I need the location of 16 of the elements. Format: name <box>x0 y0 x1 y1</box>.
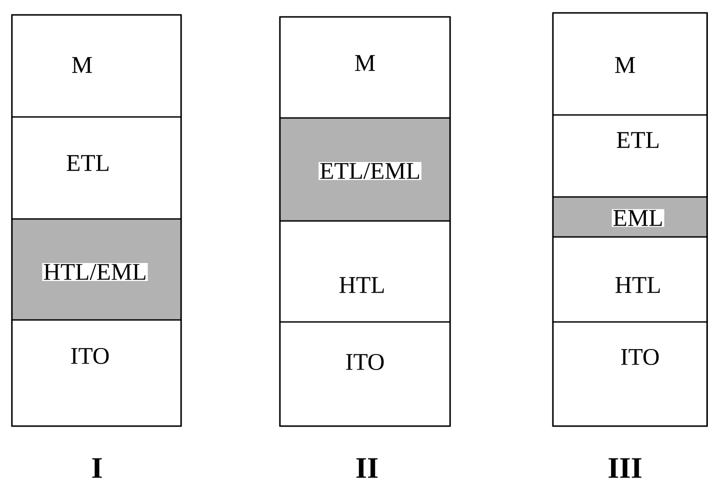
layer: HTL <box>552 236 708 323</box>
layer: M <box>11 14 182 118</box>
stack-label: III <box>608 458 642 478</box>
layer: ETL <box>11 116 182 220</box>
stack-label: II <box>356 458 378 478</box>
layer: ETL <box>552 114 708 198</box>
shaded-layer: ETL/EML <box>279 117 451 222</box>
layer: M <box>279 16 451 119</box>
layer: ITO <box>552 321 708 427</box>
layer: ITO <box>279 321 451 427</box>
shaded-layer: EML <box>552 196 708 238</box>
shaded-layer: HTL/EML <box>11 218 182 321</box>
stack-label: I <box>92 458 102 478</box>
layer: ITO <box>11 319 182 427</box>
layer: HTL <box>279 220 451 323</box>
layer: M <box>552 12 708 116</box>
